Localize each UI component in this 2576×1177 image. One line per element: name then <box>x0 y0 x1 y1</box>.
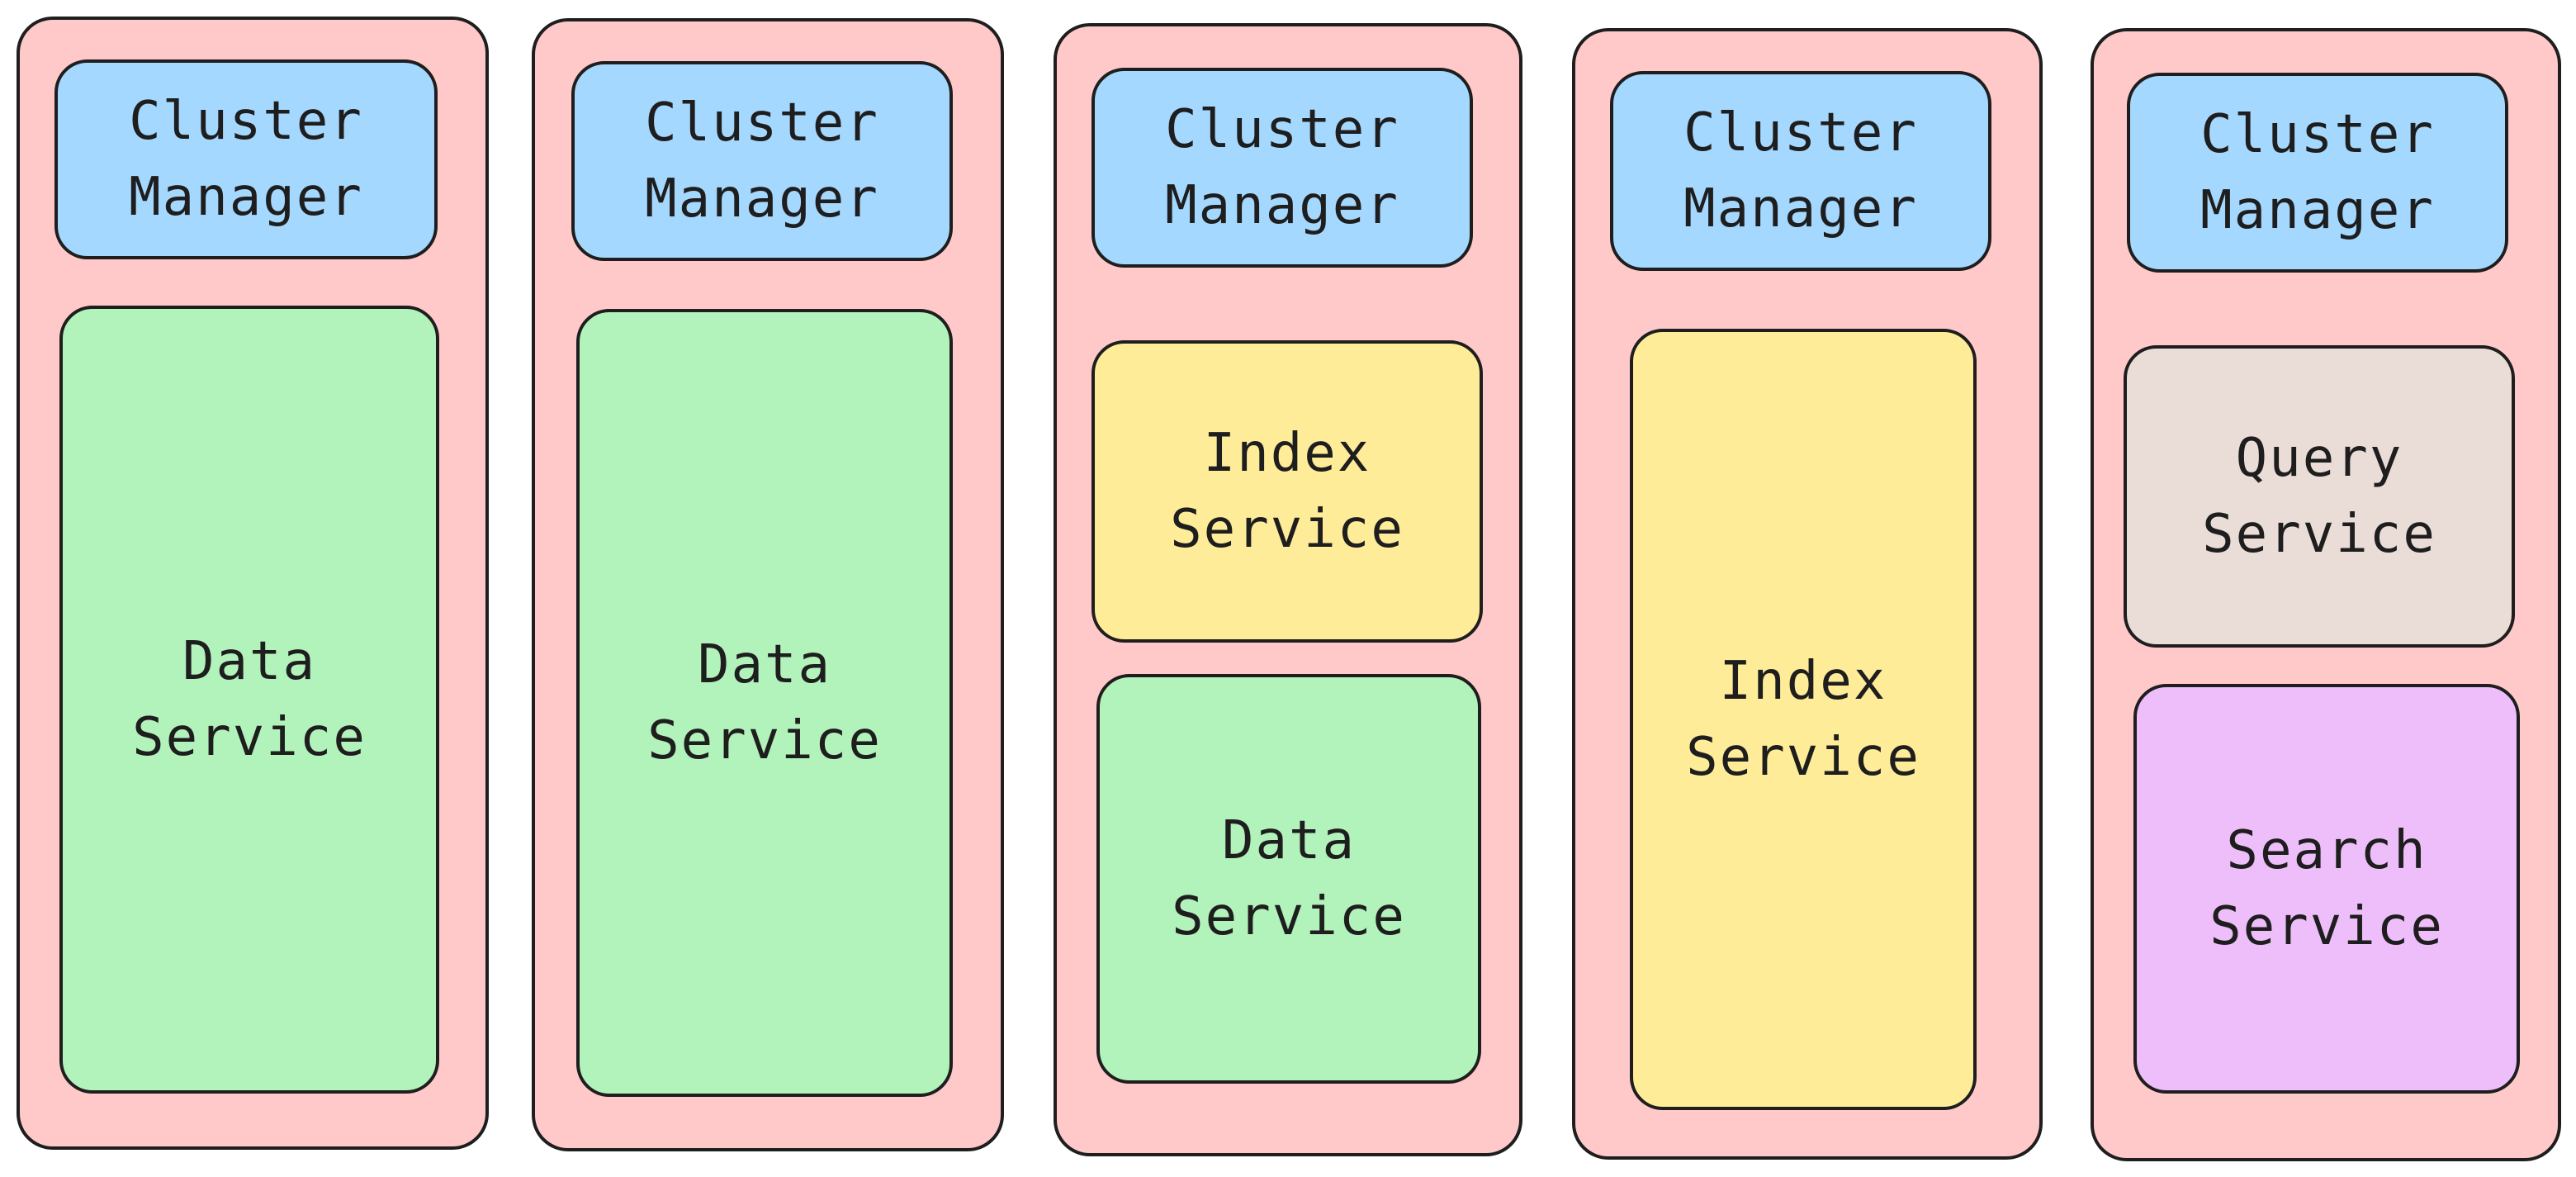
node-5-search-service: Search Service <box>2133 684 2520 1094</box>
node-2-cluster-manager-label: Cluster Manager <box>645 93 879 230</box>
node-1-cluster-manager-label: Cluster Manager <box>129 91 363 228</box>
node-5-cluster-manager-label: Cluster Manager <box>2200 104 2435 241</box>
node-3-index-service: Index Service <box>1091 340 1483 643</box>
node-4-index-service-label: Index Service <box>1686 651 1920 788</box>
node-5-search-service-label: Search Service <box>2209 820 2444 957</box>
node-2-cluster-manager: Cluster Manager <box>571 61 953 261</box>
node-4-cluster-manager-label: Cluster Manager <box>1683 102 1918 240</box>
node-1-cluster-manager: Cluster Manager <box>54 59 438 259</box>
node-3-data-service: Data Service <box>1096 674 1481 1084</box>
node-1-data-service-label: Data Service <box>132 631 367 768</box>
node-4-index-service: Index Service <box>1630 329 1977 1110</box>
node-5-query-service-label: Query Service <box>2202 428 2436 565</box>
node-5-query-service: Query Service <box>2124 345 2515 648</box>
node-3-index-service-label: Index Service <box>1170 423 1404 560</box>
node-3-cluster-manager: Cluster Manager <box>1091 68 1473 268</box>
node-2-data-service: Data Service <box>576 309 953 1097</box>
node-5-cluster-manager: Cluster Manager <box>2127 73 2508 273</box>
node-3-data-service-label: Data Service <box>1172 810 1406 947</box>
node-1-data-service: Data Service <box>59 306 439 1094</box>
node-4-cluster-manager: Cluster Manager <box>1610 71 1991 271</box>
node-2-data-service-label: Data Service <box>647 634 882 771</box>
node-3-cluster-manager-label: Cluster Manager <box>1165 99 1399 236</box>
